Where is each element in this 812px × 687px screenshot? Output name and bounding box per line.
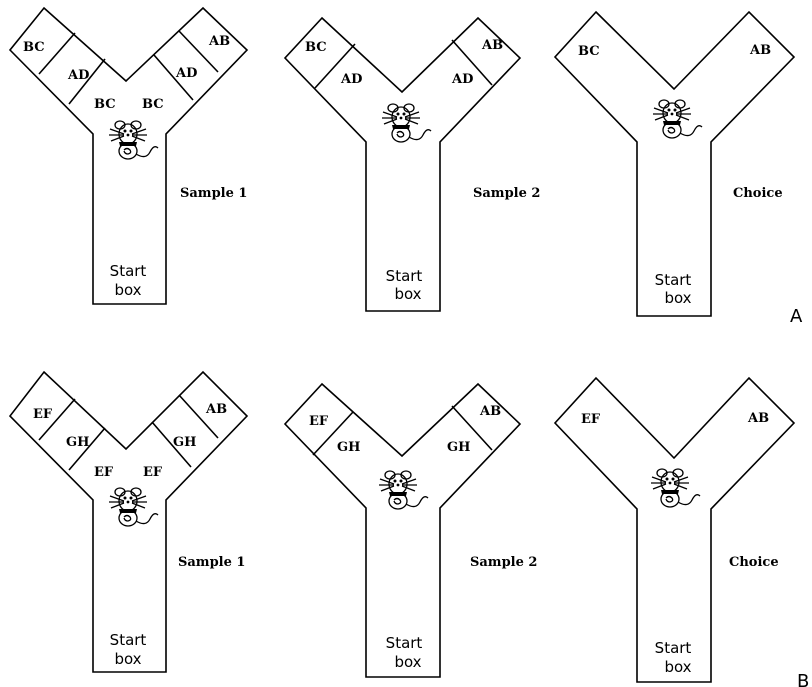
start-box-label: Start bbox=[386, 634, 423, 652]
cue-label: AB bbox=[208, 34, 230, 49]
start-box-label: box bbox=[394, 285, 421, 303]
cue-label: AB bbox=[205, 402, 227, 417]
stage-label: Choice bbox=[729, 555, 779, 570]
start-box-label: Start bbox=[110, 631, 147, 649]
start-box-label: box bbox=[114, 650, 141, 668]
cue-label: AB bbox=[479, 404, 501, 419]
cue-label: EF bbox=[143, 465, 163, 480]
cue-label: BC bbox=[94, 97, 116, 112]
cue-label: AB bbox=[747, 411, 769, 426]
cue-label: BC bbox=[23, 40, 45, 55]
start-box-label: Start bbox=[655, 639, 692, 657]
maze-a-choice: BC AB Choice Start box bbox=[555, 12, 794, 316]
stage-label: Sample 2 bbox=[470, 555, 537, 570]
cue-label: AB bbox=[749, 43, 771, 58]
cue-label: AD bbox=[451, 72, 473, 87]
start-box-label: box bbox=[664, 289, 691, 307]
start-box-label: box bbox=[394, 653, 421, 671]
cue-label: GH bbox=[447, 440, 470, 455]
maze-b-sample-2: EF GH AB GH Sample 2 Start box bbox=[285, 384, 537, 677]
cue-label: EF bbox=[309, 414, 329, 429]
cue-label: EF bbox=[94, 465, 114, 480]
cue-label: BC bbox=[305, 40, 327, 55]
cue-label: EF bbox=[33, 407, 53, 422]
start-box-label: Start bbox=[386, 267, 423, 285]
panel-label-b: B bbox=[797, 671, 809, 687]
cue-label: GH bbox=[66, 435, 89, 450]
cue-label: BC bbox=[578, 44, 600, 59]
start-box-label: box bbox=[664, 658, 691, 676]
stage-label: Sample 1 bbox=[180, 186, 247, 201]
maze-b-choice: EF AB Choice Start box bbox=[555, 378, 794, 682]
maze-a-sample-2: BC AD AB AD Sample 2 Start box bbox=[285, 18, 540, 311]
cue-label: GH bbox=[337, 440, 360, 455]
panel-label-a: A bbox=[790, 306, 803, 327]
cue-label: AD bbox=[175, 66, 197, 81]
maze-b-sample-1: EF GH EF AB GH EF Sample 1 Start box bbox=[10, 372, 247, 672]
maze-outline bbox=[10, 8, 247, 304]
stage-label: Choice bbox=[733, 186, 783, 201]
start-box-label: box bbox=[114, 281, 141, 299]
cue-label: AD bbox=[340, 72, 362, 87]
cue-label: AD bbox=[67, 68, 89, 83]
start-box-label: Start bbox=[655, 271, 692, 289]
start-box-label: Start bbox=[110, 262, 147, 280]
stage-label: Sample 2 bbox=[473, 186, 540, 201]
stage-label: Sample 1 bbox=[178, 555, 245, 570]
maze-a-sample-1: BC AD BC AB AD BC Sample 1 Start box bbox=[10, 8, 247, 304]
cue-label: EF bbox=[581, 412, 601, 427]
cue-label: AB bbox=[481, 38, 503, 53]
cue-label: GH bbox=[173, 435, 196, 450]
cue-label: BC bbox=[142, 97, 164, 112]
